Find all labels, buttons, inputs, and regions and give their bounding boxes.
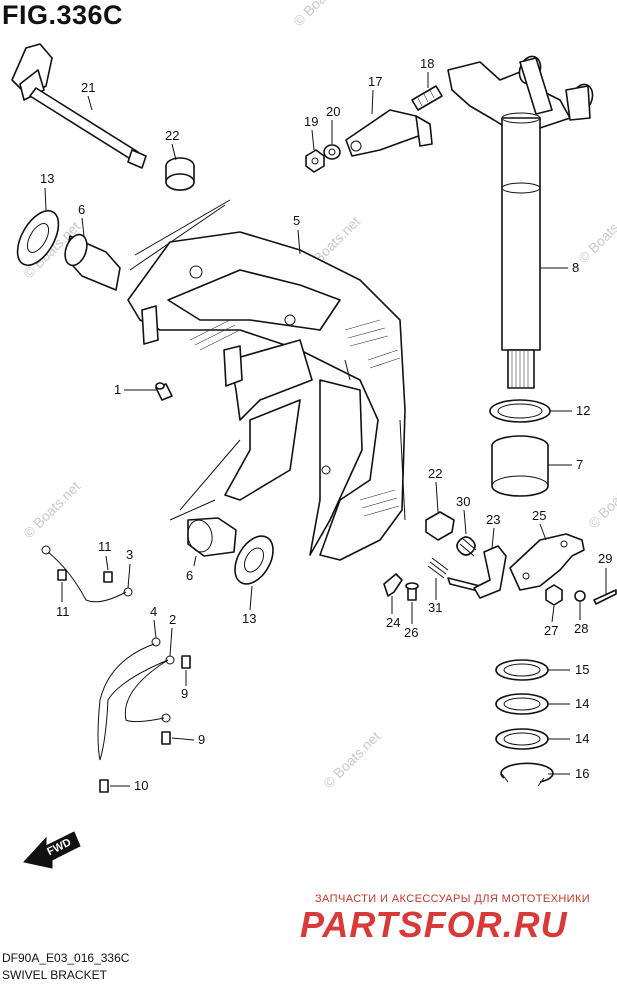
callout-14b: 14 bbox=[575, 731, 589, 746]
callout-9b: 9 bbox=[198, 732, 205, 747]
callout-30: 30 bbox=[456, 494, 470, 509]
part-6-bushing-lower bbox=[187, 517, 237, 557]
part-13-washer-lower bbox=[234, 535, 274, 585]
part-20-washer bbox=[323, 144, 341, 160]
fwd-arrow-icon: FWD bbox=[23, 831, 81, 869]
callout-5: 5 bbox=[293, 213, 300, 228]
callout-11b: 11 bbox=[56, 604, 70, 619]
callout-17: 17 bbox=[368, 74, 382, 89]
section-name: SWIVEL BRACKET bbox=[2, 968, 107, 982]
part-7-bushing bbox=[491, 435, 549, 497]
part-11-bolt-b bbox=[103, 571, 113, 583]
part-5-swivel-bracket bbox=[127, 231, 406, 561]
callout-28: 28 bbox=[574, 621, 588, 636]
part-30-spring bbox=[456, 536, 477, 557]
part-12-ring bbox=[489, 399, 551, 423]
callout-18: 18 bbox=[420, 56, 434, 71]
part-9-bolt-b bbox=[161, 731, 171, 745]
shop-logo: PARTSFOR.RU bbox=[300, 904, 568, 945]
callout-25: 25 bbox=[532, 508, 546, 523]
callout-23: 23 bbox=[486, 512, 500, 527]
shop-caption: ЗАПЧАСТИ И АКСЕССУАРЫ ДЛЯ МОТОТЕХНИКИ bbox=[315, 893, 591, 905]
callout-16: 16 bbox=[575, 766, 589, 781]
part-8-swivel-tube bbox=[447, 55, 594, 389]
callout-11: 11 bbox=[98, 539, 112, 554]
callout-27: 27 bbox=[544, 623, 558, 638]
part-15-ring bbox=[495, 659, 549, 681]
part-19-nut bbox=[305, 149, 325, 173]
part-14-ring-b bbox=[495, 728, 549, 750]
part-23-lock-arm bbox=[473, 545, 507, 599]
callout-12: 12 bbox=[576, 403, 590, 418]
part-10-bolt bbox=[99, 779, 109, 793]
part-6-bushing-upper bbox=[64, 233, 121, 291]
callout-14: 14 bbox=[575, 696, 589, 711]
callout-6b: 6 bbox=[186, 568, 193, 583]
callout-24: 24 bbox=[386, 615, 400, 630]
part-17-plate bbox=[345, 109, 433, 157]
part-16-circlip bbox=[500, 762, 554, 787]
callout-29: 29 bbox=[598, 551, 612, 566]
part-22-bushing-lower bbox=[425, 511, 455, 541]
figure-title: FIG.336C bbox=[2, 0, 124, 30]
part-21-shaft bbox=[11, 43, 147, 169]
callouts: 21 22 13 6 5 17 18 20 19 8 1 12 7 22 30 … bbox=[40, 56, 612, 793]
callout-19: 19 bbox=[304, 114, 318, 129]
part-26-bolt bbox=[405, 582, 419, 601]
callout-8: 8 bbox=[572, 260, 579, 275]
callout-2: 2 bbox=[169, 612, 176, 627]
callout-21: 21 bbox=[81, 80, 95, 95]
part-22-bushing-upper bbox=[165, 157, 195, 191]
part-25-lock-plate bbox=[509, 533, 585, 591]
part-3-ground-wire-upper bbox=[41, 545, 133, 603]
part-28-washer bbox=[574, 590, 586, 602]
part-13-washer-upper bbox=[16, 210, 60, 266]
callout-1: 1 bbox=[114, 382, 121, 397]
part-29-cotter-pin bbox=[593, 589, 617, 605]
callout-6: 6 bbox=[78, 202, 85, 217]
callout-15: 15 bbox=[575, 662, 589, 677]
part-1-grease-nipple bbox=[155, 382, 173, 401]
callout-13: 13 bbox=[40, 171, 54, 186]
part-9-bolt-a bbox=[181, 655, 191, 669]
callout-10: 10 bbox=[134, 778, 148, 793]
callout-13-lower: 13 bbox=[242, 611, 256, 626]
model-code: DF90A_E03_016_336C bbox=[2, 951, 130, 965]
part-18-bolt bbox=[411, 85, 443, 111]
part-11-bolt-a bbox=[57, 569, 67, 581]
callout-31: 31 bbox=[428, 600, 442, 615]
callout-20: 20 bbox=[326, 104, 340, 119]
callout-9: 9 bbox=[181, 686, 188, 701]
callout-4: 4 bbox=[150, 604, 157, 619]
callout-22: 22 bbox=[165, 128, 179, 143]
part-27-nut bbox=[545, 584, 563, 606]
callout-7: 7 bbox=[576, 457, 583, 472]
part-24-clip bbox=[383, 573, 403, 597]
callout-22-lower: 22 bbox=[428, 466, 442, 481]
callout-3: 3 bbox=[126, 547, 133, 562]
callout-26: 26 bbox=[404, 625, 418, 640]
part-14-ring-a bbox=[495, 693, 549, 715]
